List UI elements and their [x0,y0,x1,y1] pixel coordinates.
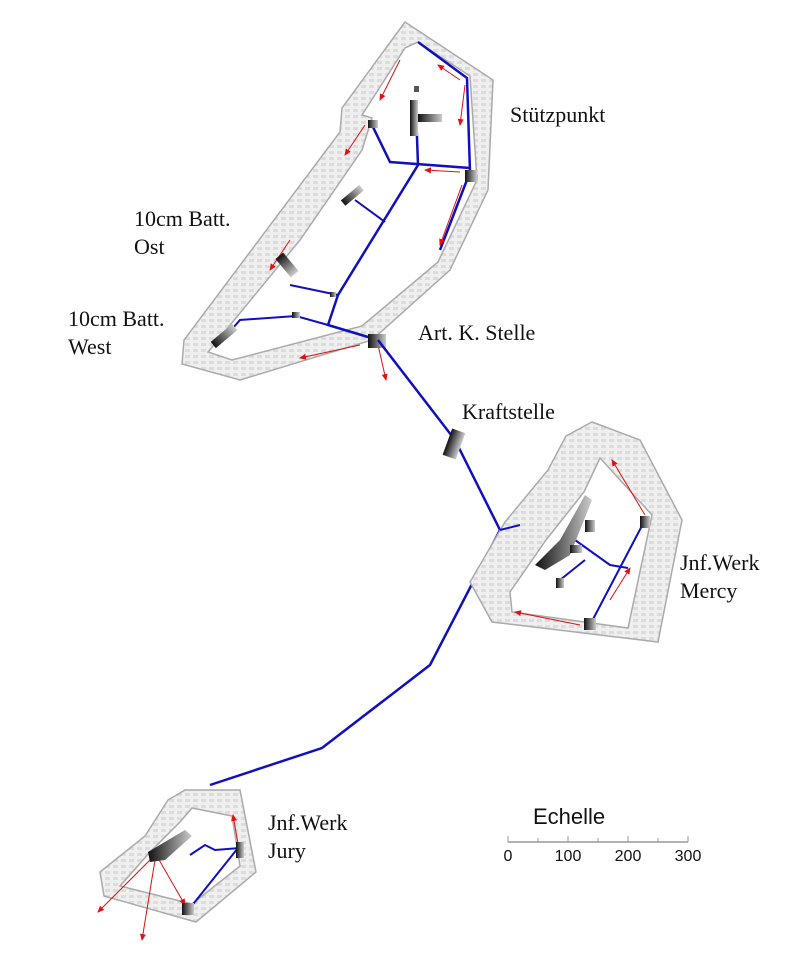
arrow [424,167,461,174]
bunker [585,520,595,532]
bunker [640,516,650,528]
arrow [437,64,461,81]
bunker [556,578,564,588]
label-batt-west-line1: 10cm Batt. [68,306,165,331]
tunnel [417,40,472,251]
bunker [275,252,299,278]
bunker [330,292,336,297]
label-stuetzpunkt: Stützpunkt [510,102,606,127]
arrow [609,567,631,601]
arrow [514,610,581,626]
scale-bar [507,836,689,843]
tunnel [559,559,586,581]
arrow [344,124,366,156]
bunker [410,100,418,136]
label-batt-ost-line1: 10cm Batt. [134,206,231,231]
arrow [611,459,646,516]
arrow [457,84,466,126]
bunker [148,830,192,862]
tunnel [499,524,521,531]
mercy-work [469,421,683,643]
main-tunnel [209,339,502,787]
tunnel [354,199,386,223]
bunker [182,903,194,915]
label-kraftstelle: Kraftstelle [462,399,555,424]
bunker [210,323,238,349]
tunnel [589,519,646,626]
bunker [465,170,477,182]
scale-tick-label: 0 [503,848,513,865]
bunker [368,120,378,128]
kraftstelle-bunker [442,428,466,460]
bunker [535,495,592,570]
arrow [439,184,463,246]
tunnel [189,847,239,909]
courtyard [118,807,241,905]
tunnel [370,124,471,170]
label-batt-ost-line2: Ost [134,234,165,259]
bunker [414,86,419,92]
arrow [157,857,186,906]
arrow [299,344,361,360]
scale-tick-label: 300 [674,848,702,865]
bunker [340,184,364,206]
label-art-k-stelle: Art. K. Stelle [418,320,536,345]
label-batt-west-line2: West [68,334,112,359]
label-mercy-line1: Jnf.Werk [680,550,760,575]
label-jury-line1: Jnf.Werk [268,810,348,835]
arrow [379,59,401,101]
bunker [292,312,300,318]
tunnel [574,539,629,569]
arrow [140,859,156,941]
bunker [570,545,582,553]
scale-title: Echelle [533,804,606,829]
label-mercy-line2: Mercy [680,578,738,603]
stuetzpunkt-work [181,20,494,381]
scale-tick-label: 100 [554,848,582,865]
arrow [97,859,151,913]
arrow [377,344,388,381]
label-jury-line2: Jury [268,838,306,863]
bunker [584,618,596,630]
courtyard [509,456,653,629]
tunnel [189,843,241,856]
arrow [269,239,291,271]
jury-work [97,789,257,941]
bunker [418,114,442,122]
bunker [236,842,244,858]
scale-tick-label: 200 [614,848,642,865]
